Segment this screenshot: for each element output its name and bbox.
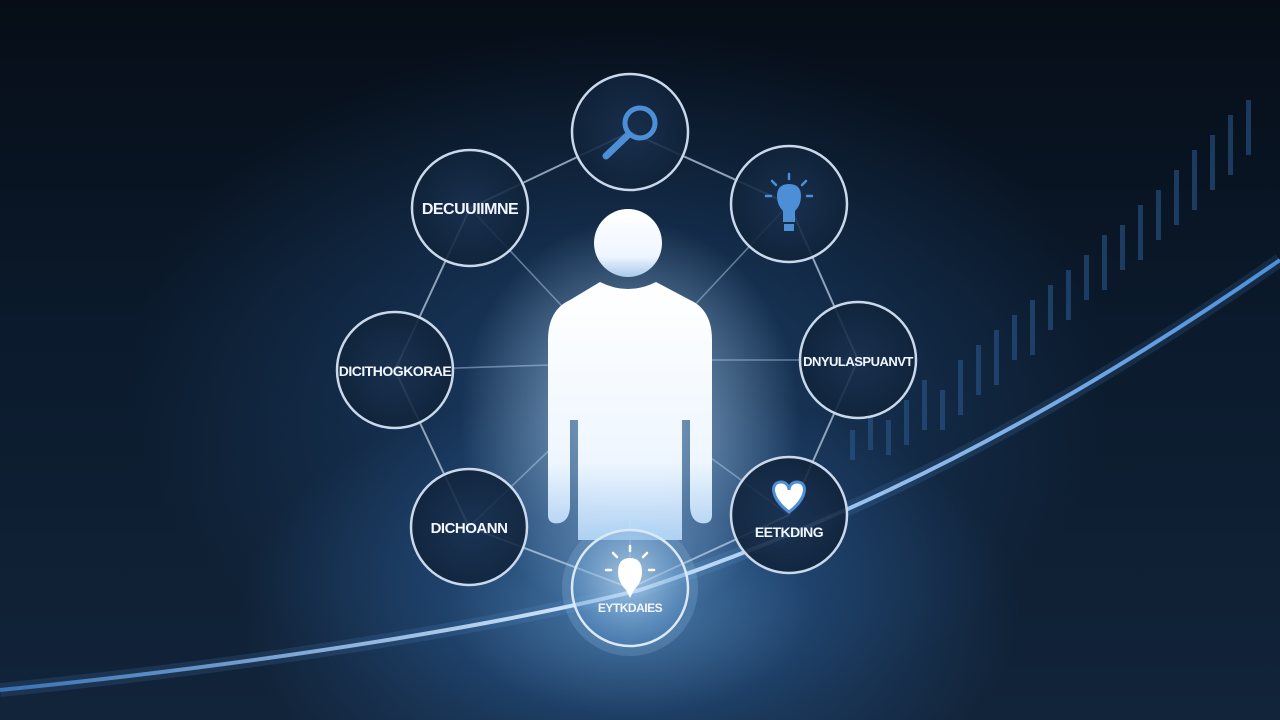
node-top-left: DECUUIIMNE <box>410 148 530 268</box>
node-bottom: EYTKDAIES <box>562 520 698 656</box>
node-right-label: DNYULASPUANVT <box>803 354 913 369</box>
node-left: DICITHOGKORAE <box>335 310 455 430</box>
heart-icon <box>772 480 806 514</box>
node-bottom-left: DICHOANN <box>409 467 529 587</box>
node-bottom-right-label: EETKDING <box>755 524 824 540</box>
person-silhouette-icon <box>548 209 712 540</box>
node-left-label: DICITHOGKORAE <box>339 363 452 379</box>
node-top-left-label: DECUUIIMNE <box>422 201 519 218</box>
background-bars <box>850 100 1251 460</box>
node-bottom-left-label: DICHOANN <box>431 520 508 537</box>
lightbulb-icon <box>764 172 814 231</box>
lightbulb-icon <box>604 544 656 598</box>
node-top <box>570 72 690 192</box>
node-right: DNYULASPUANVT <box>798 300 918 420</box>
node-top-right <box>729 144 849 264</box>
magnifying-glass-icon <box>602 105 658 160</box>
node-bottom-label: EYTKDAIES <box>598 601 663 615</box>
node-bottom-right: EETKDING <box>729 455 849 575</box>
